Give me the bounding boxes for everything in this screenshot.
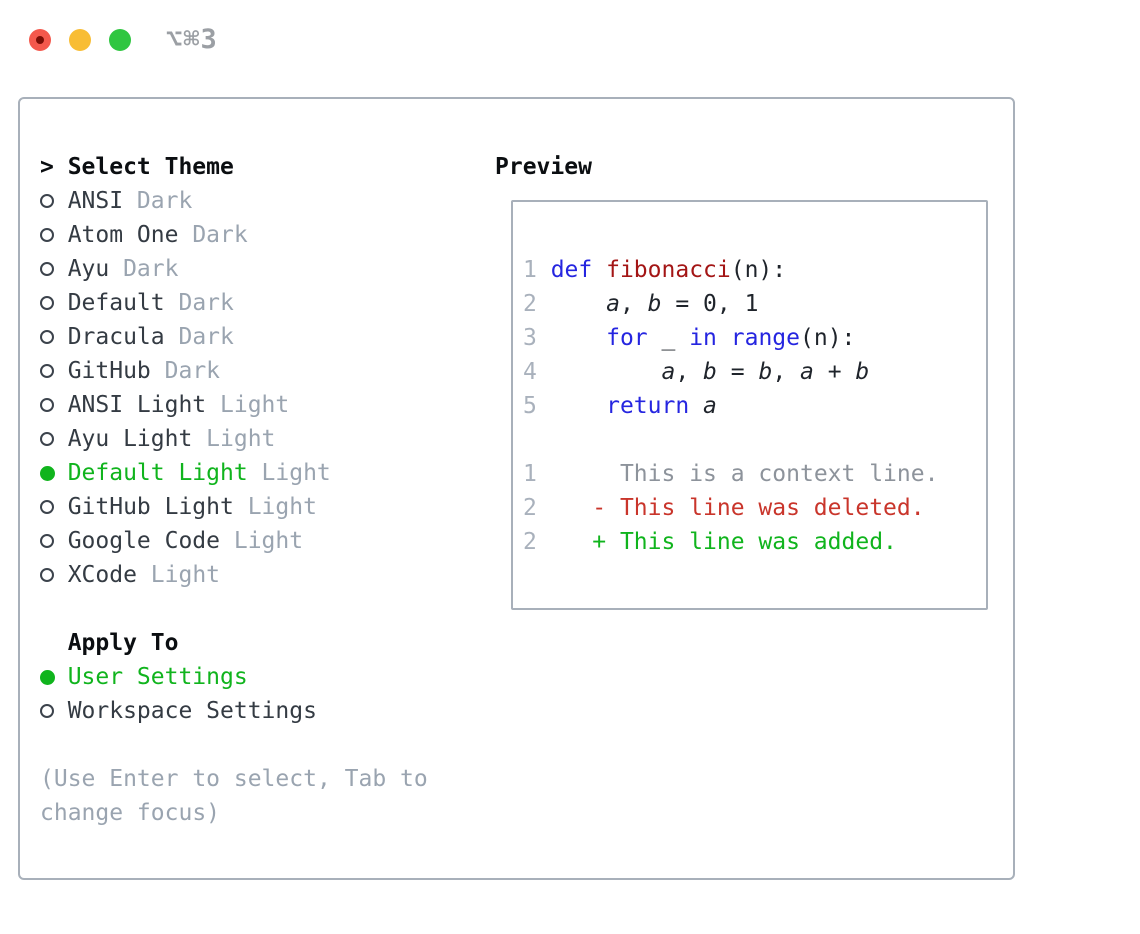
code-line: 2 + This line was added. — [523, 529, 897, 555]
radio-icon — [40, 364, 68, 378]
section-title: Select Theme — [67, 154, 234, 180]
code-preview: 1 def fibonacci(n): 2 a, b = 0, 1 3 for _ … — [523, 253, 986, 559]
theme-option-github-light[interactable]: GitHub Light Light — [40, 490, 428, 524]
radio-icon — [40, 568, 68, 582]
option-label: XCode — [67, 562, 137, 588]
option-label: Google Code — [67, 528, 221, 554]
code-line: 3 for _ in range(n): — [523, 325, 856, 351]
radio-icon — [40, 432, 68, 446]
theme-option-default-light[interactable]: Default Light Light — [40, 456, 428, 490]
help-text-line-2: change focus) — [40, 800, 221, 826]
code-line — [523, 423, 986, 457]
radio-icon — [40, 534, 68, 548]
theme-variant-label: Light — [150, 562, 221, 588]
radio-icon — [40, 330, 68, 344]
radio-icon — [40, 398, 68, 412]
theme-option-ansi-light[interactable]: ANSI Light Light — [40, 388, 428, 422]
option-label: Workspace Settings — [67, 698, 317, 724]
code-line: 1 def fibonacci(n): — [523, 257, 787, 283]
minimize-button[interactable] — [69, 29, 91, 51]
theme-option-github[interactable]: GitHub Dark — [40, 354, 428, 388]
spacer — [40, 592, 428, 626]
theme-variant-label: Light — [206, 426, 276, 452]
focus-caret-icon: > — [40, 154, 54, 180]
close-button[interactable] — [29, 29, 51, 51]
traffic-lights — [29, 29, 131, 51]
theme-variant-label: Light — [220, 392, 290, 418]
theme-variant-label: Dark — [164, 358, 221, 384]
theme-option-google-code[interactable]: Google Code Light — [40, 524, 428, 558]
titlebar: ⌥⌘3 — [0, 0, 1140, 80]
code-line: 4 a, b = b, a + b — [523, 359, 870, 385]
preview-title: Preview — [495, 154, 592, 180]
theme-option-default[interactable]: Default Dark — [40, 286, 428, 320]
theme-option-ansi[interactable]: ANSI Dark — [40, 184, 428, 218]
section-title: Apply To — [67, 630, 179, 656]
theme-variant-label: Dark — [123, 256, 179, 282]
code-line: 2 - This line was deleted. — [523, 495, 925, 521]
theme-option-xcode[interactable]: XCode Light — [40, 558, 428, 592]
theme-option-atom-one[interactable]: Atom One Dark — [40, 218, 428, 252]
theme-option-ayu[interactable]: Ayu Dark — [40, 252, 428, 286]
option-label: GitHub — [67, 358, 151, 384]
option-label: Ayu — [67, 256, 110, 282]
zoom-button[interactable] — [109, 29, 131, 51]
option-label: User Settings — [67, 664, 248, 690]
theme-option-ayu-light[interactable]: Ayu Light Light — [40, 422, 428, 456]
code-line: 1 This is a context line. — [523, 461, 939, 487]
option-label: Ayu Light — [67, 426, 193, 452]
select-theme-header: > Select Theme — [40, 150, 428, 184]
option-label: Default — [67, 290, 165, 316]
theme-variant-label: Dark — [192, 222, 248, 248]
theme-variant-label: Light — [233, 528, 304, 554]
theme-variant-label: Dark — [178, 324, 234, 350]
option-label: ANSI — [67, 188, 124, 214]
theme-variant-label: Dark — [136, 188, 193, 214]
help-text-line-1: (Use Enter to select, Tab to — [40, 766, 428, 792]
radio-icon — [40, 262, 68, 276]
radio-icon — [40, 194, 68, 208]
option-label: ANSI Light — [67, 392, 207, 418]
theme-variant-label: Dark — [178, 290, 234, 316]
theme-variant-label: Light — [261, 460, 331, 486]
spacer — [40, 728, 428, 762]
selected-radio-icon — [40, 669, 68, 685]
apply-option-user-settings[interactable]: User Settings — [40, 660, 428, 694]
apply-to-header: Apply To — [40, 626, 428, 660]
code-line: 5 return a — [523, 393, 717, 419]
code-line: 2 a, b = 0, 1 — [523, 291, 759, 317]
radio-icon — [40, 704, 68, 718]
option-label: Default Light — [67, 460, 248, 486]
apply-option-workspace-settings[interactable]: Workspace Settings — [40, 694, 428, 728]
selected-radio-icon — [40, 465, 68, 481]
radio-icon — [40, 296, 68, 310]
radio-icon — [40, 500, 68, 514]
radio-icon — [40, 228, 68, 242]
option-label: GitHub Light — [67, 494, 234, 520]
window-title: ⌥⌘3 — [166, 24, 218, 55]
modified-indicator-dot — [36, 36, 44, 44]
option-label: Dracula — [67, 324, 165, 350]
theme-variant-label: Light — [247, 494, 317, 520]
preview-box: 1 def fibonacci(n): 2 a, b = 0, 1 3 for _ … — [511, 200, 988, 610]
theme-option-dracula[interactable]: Dracula Dark — [40, 320, 428, 354]
option-label: Atom One — [67, 222, 179, 248]
